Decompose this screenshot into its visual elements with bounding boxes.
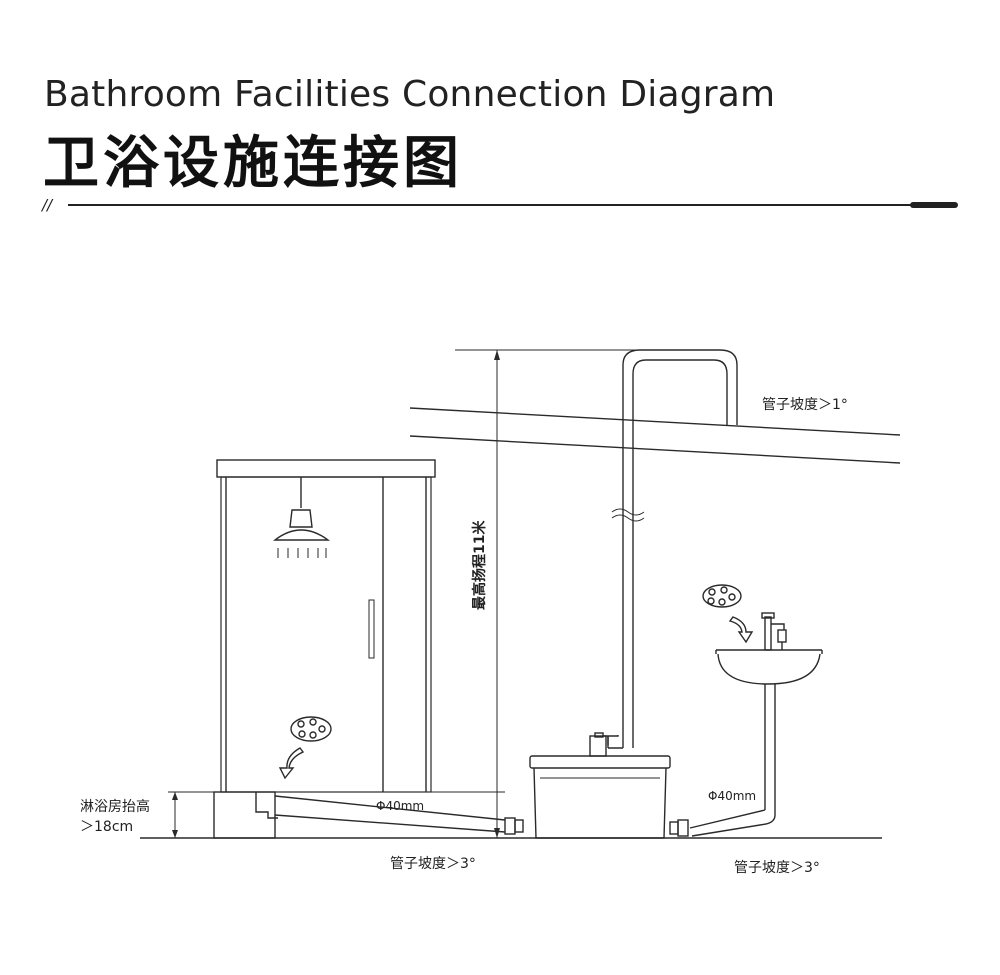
- ceiling-line-upper: [409, 407, 901, 436]
- label-shower-raise-2: ＞18cm: [80, 819, 133, 835]
- ceiling-line-lower: [409, 435, 901, 464]
- title-divider-cap: [910, 202, 958, 208]
- faucet: [761, 612, 787, 651]
- title-marker: //: [42, 196, 53, 214]
- wash-basin: [715, 649, 823, 685]
- basin-drain-icon: [702, 584, 742, 608]
- page-title-en: Bathroom Facilities Connection Diagram: [44, 74, 776, 115]
- shower-enclosure: [216, 459, 436, 793]
- right-drain-pipe: [669, 684, 776, 837]
- label-shower-raise-1: 淋浴房抬高: [80, 798, 150, 815]
- label-slope-bottom-left: 管子坡度＞3°: [390, 856, 476, 872]
- label-max-head: 最高扬程11米: [471, 520, 488, 610]
- shower-head: [272, 477, 331, 558]
- head-arrow-top: [494, 350, 500, 360]
- basin-drain-arrow: [728, 616, 754, 644]
- discharge-pipe: [603, 349, 738, 749]
- shower-drain-icon: [290, 716, 332, 742]
- label-pipe-right: Φ40mm: [708, 789, 756, 803]
- title-divider: [68, 204, 913, 206]
- pipe-break-mark: [611, 508, 645, 522]
- left-drain-pipe: [274, 795, 524, 835]
- page-title-zh: 卫浴设施连接图: [43, 131, 463, 196]
- label-slope-bottom-right: 管子坡度＞3°: [734, 860, 820, 876]
- head-arrow-bottom: [494, 828, 500, 838]
- label-pipe-left: Φ40mm: [376, 799, 424, 813]
- shower-drain-arrow: [278, 747, 305, 780]
- label-slope-top: 管子坡度＞1°: [762, 397, 848, 413]
- pump-unit: [529, 732, 671, 839]
